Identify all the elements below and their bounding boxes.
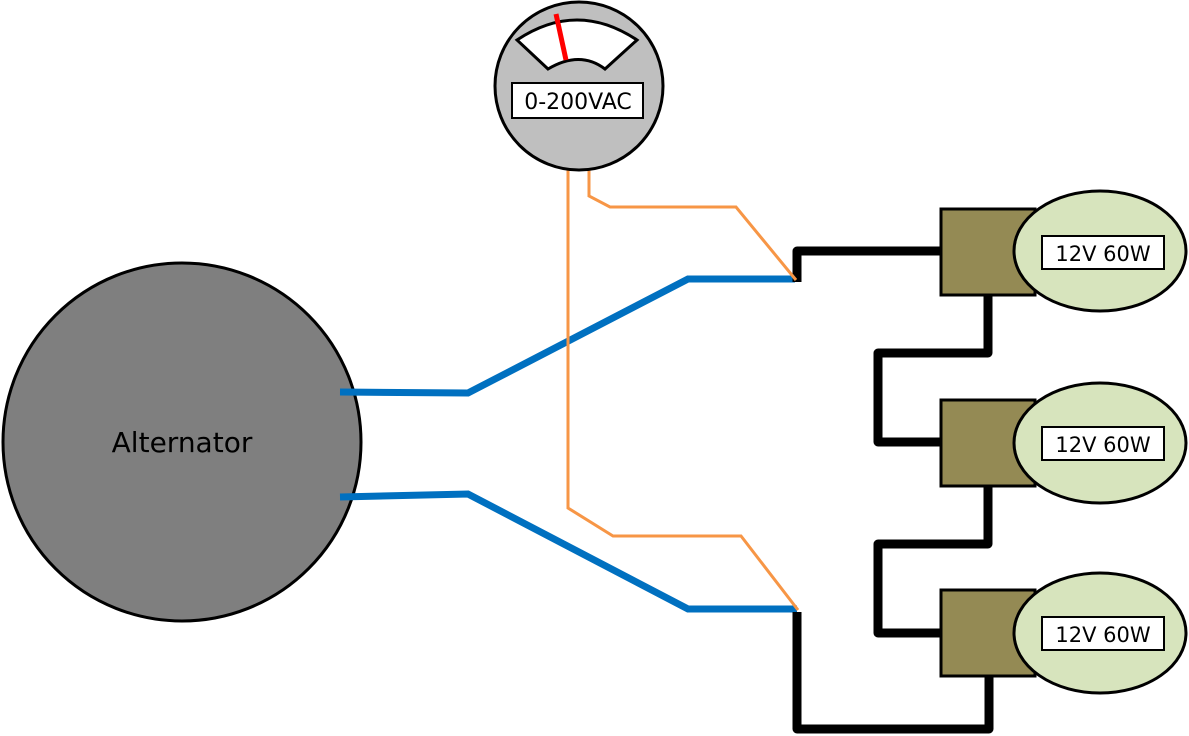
series-wiring [792, 246, 994, 734]
alternator-wire-bottom [339, 490, 797, 613]
series-wire-3 [873, 487, 993, 638]
series-wire-4 [792, 612, 994, 734]
voltmeter: 0-200VAC [493, 0, 665, 172]
lamp-label-box [1041, 235, 1165, 270]
lamp-label: 12V 60W [1055, 242, 1150, 266]
voltmeter-label-box [511, 82, 644, 119]
alternator-label: Alternator [112, 426, 253, 459]
lamp-1: 12V 60W [939, 189, 1188, 313]
meter-wire-bottom [566, 162, 800, 611]
meter-wire-top [587, 162, 798, 281]
alternator-body [1, 261, 363, 623]
voltmeter-dial [514, 18, 640, 71]
lamp-label-box [1041, 426, 1165, 461]
lamp-label: 12V 60W [1055, 433, 1150, 457]
voltmeter-label: 0-200VAC [524, 90, 632, 115]
voltmeter-needle [553, 13, 569, 61]
lamp-label: 12V 60W [1055, 623, 1150, 647]
lamp-label-box [1041, 616, 1165, 651]
series-wire-1 [792, 246, 941, 282]
lamp-3: 12V 60W [939, 571, 1188, 695]
alternator: Alternator [1, 261, 363, 623]
lamp-2: 12V 60W [939, 381, 1188, 505]
series-wire-2 [873, 295, 993, 447]
alternator-wire-top [339, 275, 795, 397]
